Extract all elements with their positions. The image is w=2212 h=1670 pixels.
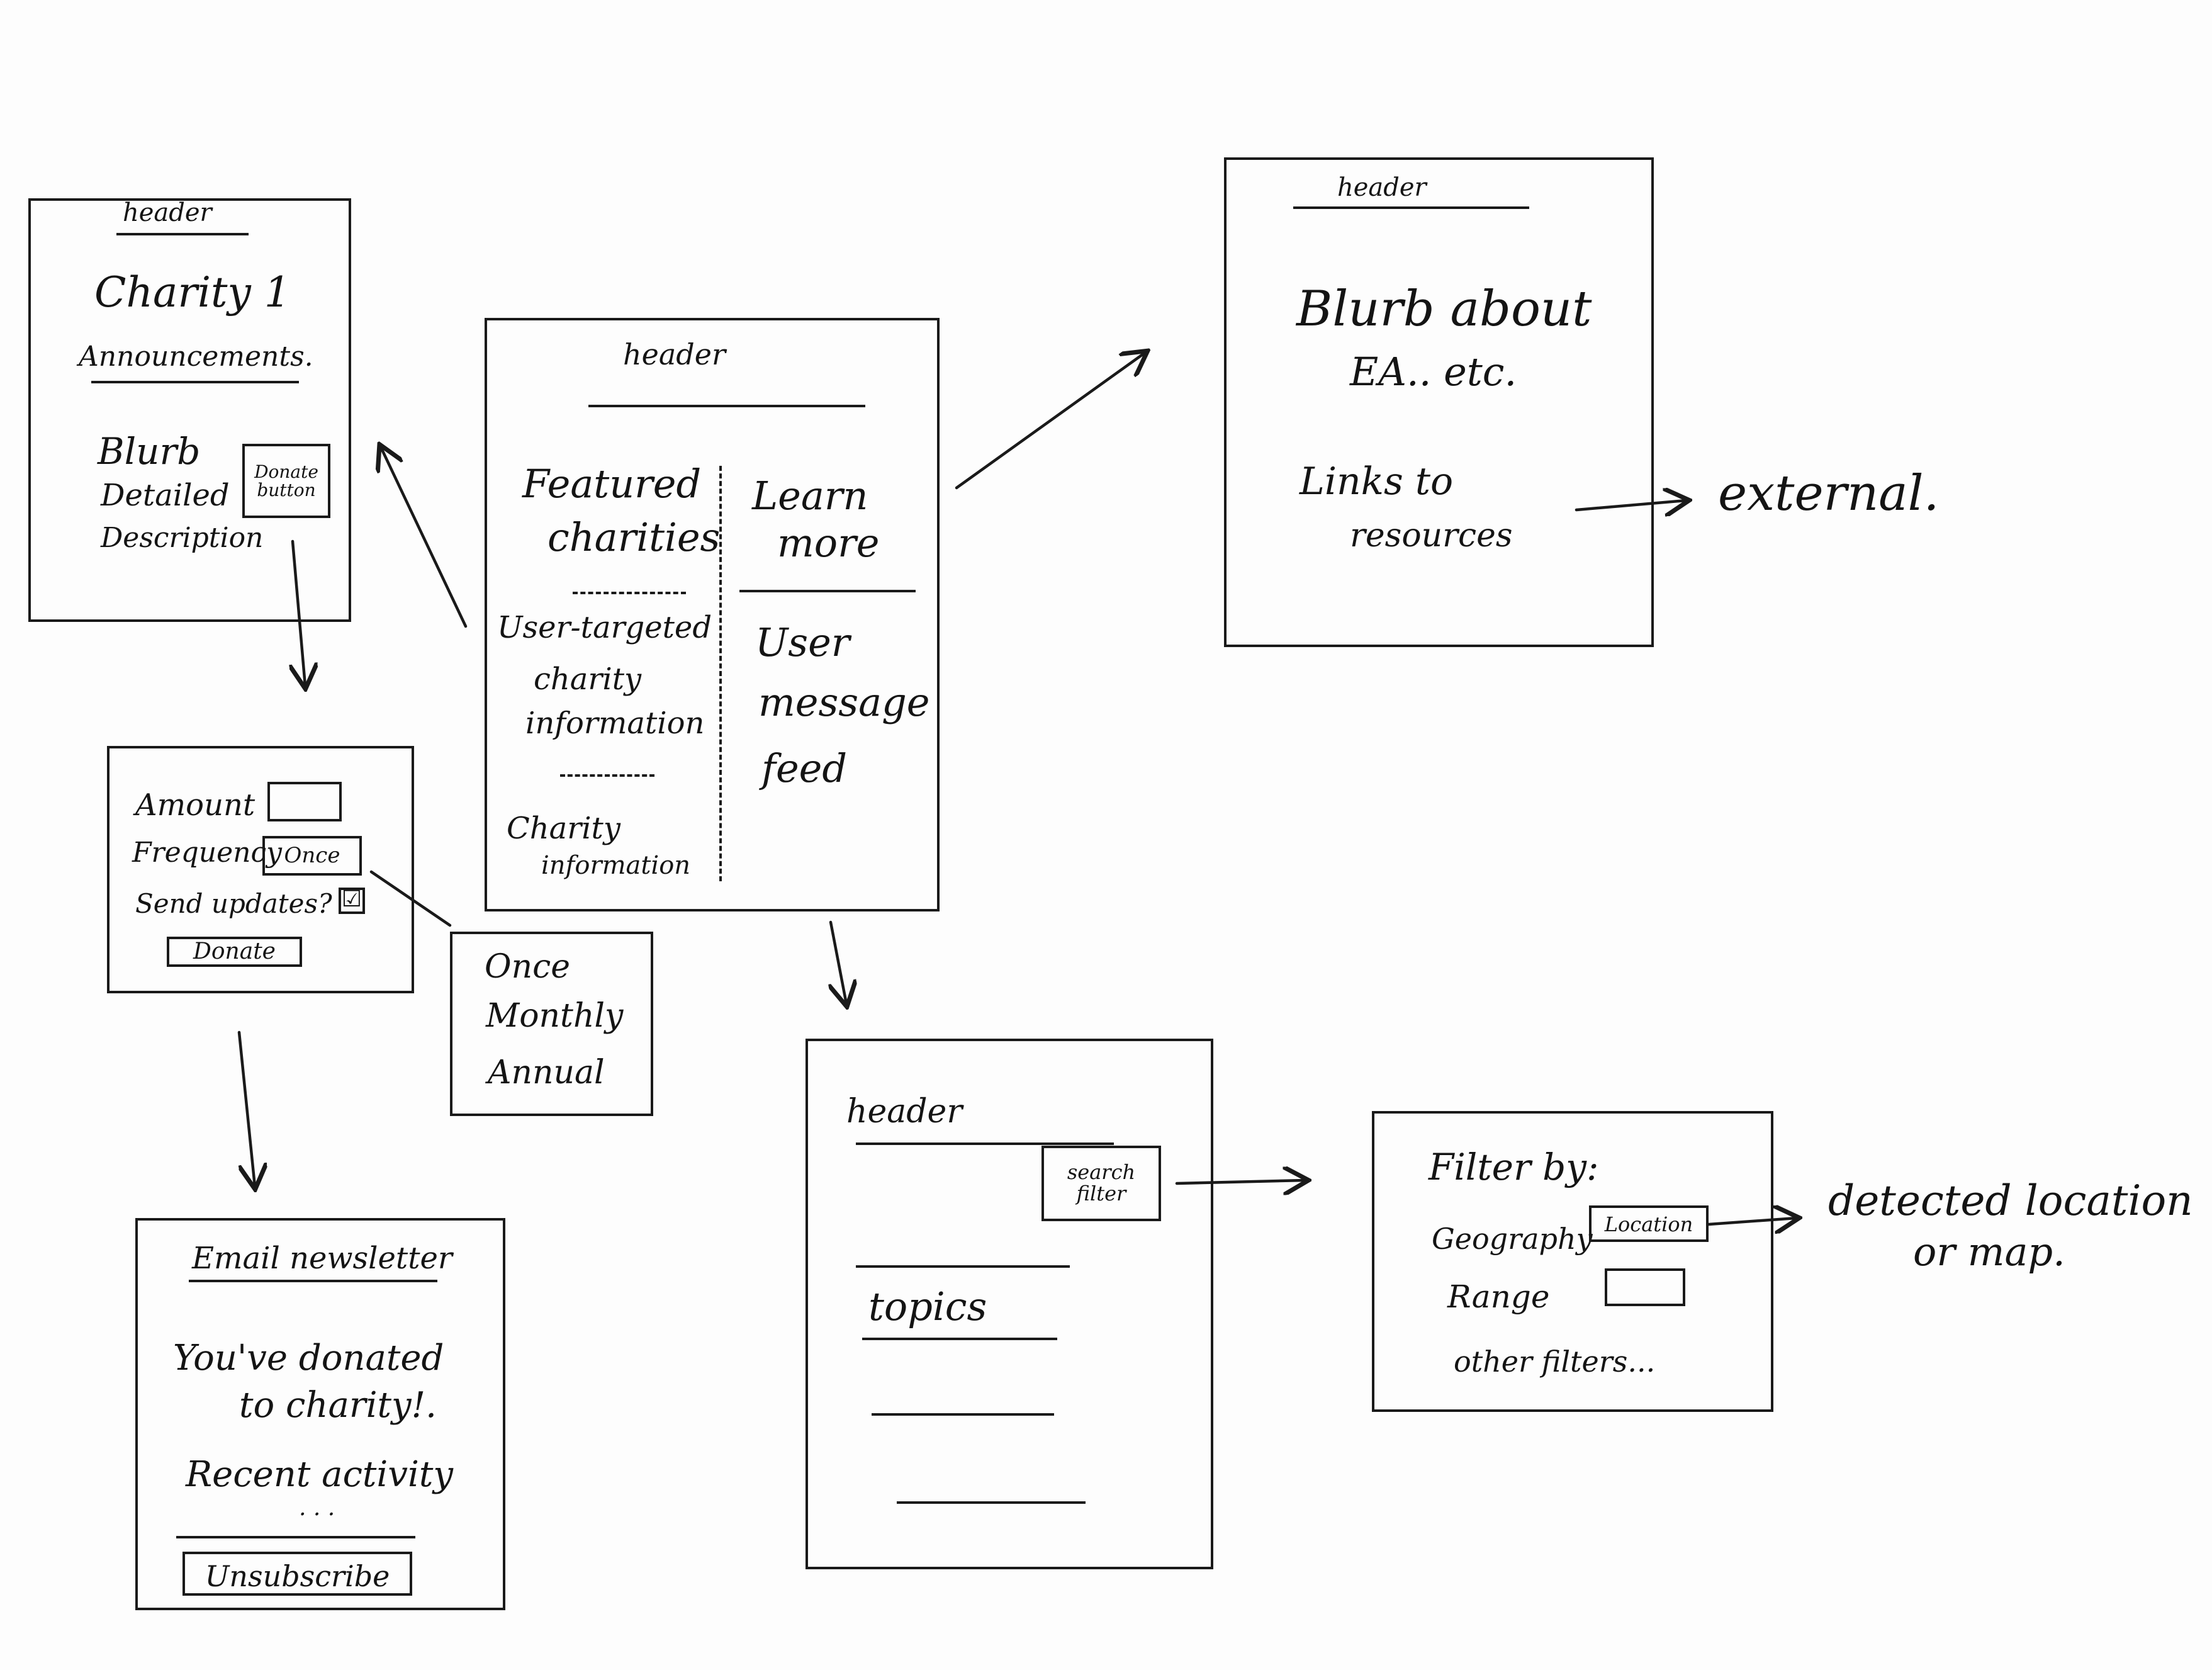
arrow-charity-to-form bbox=[293, 539, 305, 686]
learn-page-header: header bbox=[1337, 173, 1427, 202]
learn-page-links-line-1[interactable]: Links to bbox=[1300, 460, 1454, 504]
home-page-header: header bbox=[623, 337, 726, 371]
frequency-label: Frequency bbox=[132, 837, 282, 869]
search-filter-button[interactable]: search filter bbox=[1041, 1146, 1161, 1221]
filter-panel-title: Filter by: bbox=[1429, 1146, 1599, 1188]
frequency-option-monthly[interactable]: Monthly bbox=[486, 997, 624, 1035]
range-label: Range bbox=[1447, 1278, 1550, 1315]
range-input[interactable] bbox=[1605, 1268, 1685, 1306]
arrow-home-to-learn bbox=[955, 353, 1145, 490]
filter-panel-frame bbox=[1372, 1111, 1773, 1412]
charity-information-line-1: Charity bbox=[507, 811, 620, 846]
arrow-links-to-external bbox=[1575, 500, 1687, 510]
topic-rule-2 bbox=[862, 1338, 1057, 1340]
arrow-filter-to-panel bbox=[1175, 1180, 1306, 1183]
message-feed-line-1: User bbox=[755, 619, 850, 665]
learn-more-line-2[interactable]: more bbox=[777, 520, 880, 566]
newsletter-line-1: You've donated bbox=[173, 1338, 444, 1379]
charity-page-detailed: Detailed bbox=[101, 478, 230, 513]
learn-more-rule bbox=[739, 590, 916, 592]
charity-page-header: header bbox=[123, 198, 212, 227]
search-page-header-rule bbox=[856, 1142, 1114, 1145]
arrow-frequency-to-options bbox=[369, 870, 452, 927]
newsletter-recent-activity: Recent activity bbox=[186, 1454, 454, 1495]
donate-button[interactable]: Donate button bbox=[242, 444, 330, 518]
home-page-frame bbox=[485, 318, 940, 911]
charity-page-frame bbox=[28, 198, 351, 622]
charity-page-blurb: Blurb bbox=[98, 430, 201, 473]
message-feed-line-3: feed bbox=[761, 745, 848, 791]
charity-information-line-2: information bbox=[541, 851, 691, 880]
learn-page-header-rule bbox=[1293, 206, 1529, 209]
frequency-select[interactable]: Once bbox=[262, 836, 362, 876]
frequency-option-annual[interactable]: Annual bbox=[488, 1054, 605, 1092]
charity-page-header-rule bbox=[116, 233, 249, 235]
search-page-frame bbox=[806, 1039, 1213, 1569]
user-targeted-line-1: User-targeted bbox=[497, 610, 712, 645]
arrow-location-to-map bbox=[1707, 1218, 1797, 1224]
targeted-divider bbox=[560, 774, 654, 777]
newsletter-frame bbox=[135, 1218, 505, 1610]
amount-label: Amount bbox=[135, 787, 255, 823]
arrow-home-to-search bbox=[831, 920, 846, 1004]
map-note-line-2: or map. bbox=[1913, 1229, 2065, 1275]
user-targeted-line-2: charity bbox=[534, 662, 642, 697]
arrow-home-to-charity bbox=[381, 447, 468, 628]
geography-label: Geography bbox=[1432, 1222, 1593, 1256]
featured-charities-line-2[interactable]: charities bbox=[547, 514, 721, 560]
send-updates-checkbox[interactable]: ☑ bbox=[339, 888, 365, 914]
newsletter-ellipsis: . . . bbox=[299, 1495, 335, 1521]
topic-rule-3 bbox=[872, 1413, 1054, 1416]
home-column-divider bbox=[719, 466, 722, 881]
donate-submit-button[interactable]: Donate bbox=[167, 937, 302, 967]
learn-more-line-1[interactable]: Learn bbox=[752, 473, 868, 519]
arrow-form-to-newsletter bbox=[237, 1030, 255, 1187]
newsletter-title: Email newsletter bbox=[192, 1241, 452, 1276]
home-page-header-rule bbox=[588, 405, 865, 407]
unsubscribe-button[interactable]: Unsubscribe bbox=[182, 1552, 412, 1596]
donate-form-frame bbox=[107, 746, 414, 993]
user-targeted-line-3: information bbox=[525, 706, 705, 741]
search-page-header: header bbox=[846, 1093, 963, 1131]
external-note: external. bbox=[1718, 465, 1940, 522]
learn-page-blurb-line-1: Blurb about bbox=[1296, 281, 1592, 337]
featured-divider bbox=[573, 592, 686, 594]
charity-page-announcements[interactable]: Announcements. bbox=[79, 341, 313, 373]
featured-charities-line-1[interactable]: Featured bbox=[522, 461, 702, 507]
learn-page-frame bbox=[1224, 157, 1654, 647]
topic-rule-1 bbox=[856, 1265, 1070, 1268]
send-updates-label: Send updates? bbox=[135, 888, 332, 919]
announcements-rule bbox=[91, 381, 299, 383]
newsletter-line-2: to charity!. bbox=[239, 1385, 437, 1426]
newsletter-bottom-rule bbox=[176, 1536, 415, 1538]
other-filters[interactable]: other filters... bbox=[1454, 1345, 1656, 1379]
message-feed-line-2: message bbox=[758, 679, 930, 725]
map-note-line-1: detected location bbox=[1828, 1176, 2193, 1225]
learn-page-links-line-2[interactable]: resources bbox=[1350, 517, 1513, 555]
charity-page-title: Charity 1 bbox=[94, 268, 291, 317]
location-button[interactable]: Location bbox=[1589, 1205, 1709, 1242]
newsletter-title-rule bbox=[189, 1280, 437, 1282]
topic-rule-4 bbox=[897, 1501, 1086, 1504]
frequency-options-frame bbox=[450, 932, 653, 1116]
frequency-option-once[interactable]: Once bbox=[485, 948, 571, 986]
learn-page-blurb-line-2: EA.. etc. bbox=[1350, 349, 1517, 395]
search-page-topics: topics bbox=[868, 1284, 987, 1329]
charity-page-description: Description bbox=[101, 522, 264, 554]
amount-input[interactable] bbox=[267, 782, 342, 821]
